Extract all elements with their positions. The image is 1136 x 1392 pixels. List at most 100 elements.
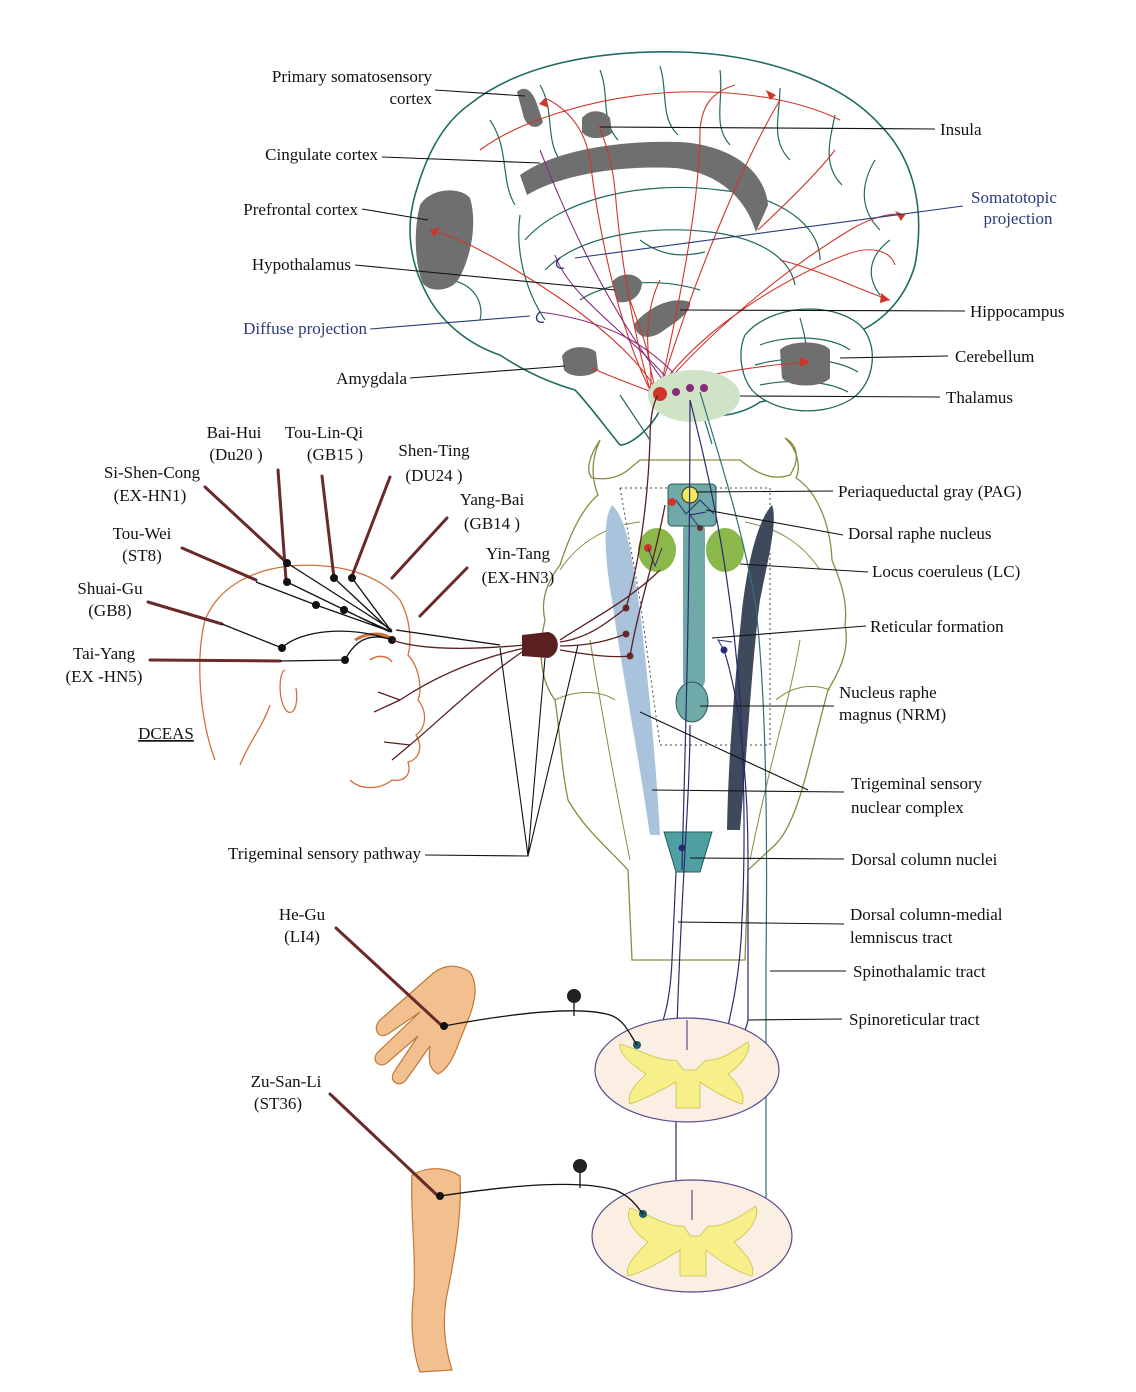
trigeminal-nuclear-column (605, 505, 660, 835)
label-spinothalamic: Spinothalamic tract (853, 962, 986, 981)
head-ear (239, 669, 298, 766)
hand-shape (374, 965, 476, 1085)
leader-line (381, 156, 541, 164)
label-shuai-gu: Shuai-Gu (77, 579, 143, 598)
eye (369, 655, 393, 663)
leader-line (599, 126, 936, 130)
needle-si-shen-cong (203, 485, 289, 565)
label-primary-somatosensory-1: Primary somatosensory (272, 67, 433, 86)
acupoint-dot (348, 574, 356, 582)
label-trig-complex-1: Trigeminal sensory (851, 774, 983, 793)
thalamus-dot (700, 384, 708, 392)
leader-line (639, 711, 809, 791)
leader-line (651, 789, 845, 793)
synapse-ticks (647, 499, 733, 651)
spinothalamic-navy (689, 399, 745, 1061)
thalamus-body (648, 370, 740, 422)
brainstem-contours (554, 521, 831, 861)
label-shuai-gu-code: (GB8) (88, 601, 131, 620)
acupoint-dot (330, 574, 338, 582)
thalamus-red-nucleus (653, 387, 667, 401)
label-diffuse: Diffuse projection (243, 319, 367, 338)
label-somatotopic-1: Somatotopic (971, 188, 1057, 207)
label-trig-complex-2: nuclear complex (851, 798, 964, 817)
needle-tai-yang (148, 658, 282, 663)
label-tou-lin-qi-code: (GB15 ) (307, 445, 363, 464)
brainstem (540, 391, 847, 1266)
label-shen-ting: Shen-Ting (398, 441, 470, 460)
trigeminal-ganglion (522, 632, 558, 658)
acupoint-dot (340, 606, 348, 614)
label-trig-pathway: Trigeminal sensory pathway (228, 844, 421, 863)
nrm-nucleus (675, 681, 709, 723)
label-locus-coeruleus: Locus coeruleus (LC) (872, 562, 1020, 581)
prefrontal-region (415, 190, 474, 290)
leader-line (677, 921, 845, 925)
label-dcml-2: lemniscus tract (850, 928, 953, 947)
thalamus-dot (686, 384, 694, 392)
pag-red-dot (668, 498, 676, 506)
leader-line (695, 490, 834, 493)
leader-line (574, 205, 964, 259)
label-tou-lin-qi: Tou-Lin-Qi (285, 423, 363, 442)
label-si-shen-cong-code: (EX-HN1) (114, 486, 187, 505)
needle-tou-lin-qi (320, 474, 336, 580)
acupoint-dot (436, 1192, 444, 1200)
needle-tou-wei (180, 546, 258, 582)
label-nrm-1: Nucleus raphe (839, 683, 937, 702)
label-pag: Periaqueductal gray (PAG) (838, 482, 1022, 501)
needle-zu-san-li (328, 1092, 440, 1198)
spinal-cord-section-upper (594, 1017, 780, 1123)
acupoint-dot (341, 656, 349, 664)
label-he-gu: He-Gu (279, 905, 326, 924)
label-tai-yang-code: (EX -HN5) (66, 667, 143, 686)
head-profile (199, 564, 426, 789)
leg (328, 1092, 644, 1373)
needle-he-gu (334, 926, 442, 1026)
head (146, 468, 661, 789)
label-he-gu-code: (LI4) (284, 927, 320, 946)
brain (409, 51, 920, 446)
trigeminal-to-brainstem (559, 569, 661, 658)
acupoint-dot (283, 559, 291, 567)
leader-line (747, 1018, 843, 1021)
leader-line (705, 509, 844, 536)
dorsal-column-nuclei-shape (663, 831, 713, 873)
leader-line (354, 264, 616, 291)
label-si-shen-cong: Si-Shen-Cong (104, 463, 201, 482)
leader-line (361, 208, 429, 221)
reticular-dotted-border (619, 487, 771, 746)
navy-tract-column (727, 505, 774, 830)
leader-line (689, 857, 845, 860)
amygdala-region (562, 347, 598, 376)
primary-somatosensory-region (517, 88, 543, 127)
drg-dot (567, 989, 581, 1003)
label-dorsal-column-nuclei: Dorsal column nuclei (851, 850, 998, 869)
label-prefrontal: Prefrontal cortex (243, 200, 358, 219)
cord-gray-matter (626, 1205, 758, 1277)
acupoint-dot (312, 601, 320, 609)
label-yin-tang-code: (EX-HN3) (482, 568, 555, 587)
label-amygdala: Amygdala (336, 369, 407, 388)
leader-lines (354, 89, 966, 1021)
trig-pathway-leader (424, 644, 579, 857)
label-hypothalamus: Hypothalamus (252, 255, 351, 274)
lc-right (706, 528, 744, 572)
label-nrm-2: magnus (NRM) (839, 705, 946, 724)
label-tai-yang: Tai-Yang (73, 644, 136, 663)
leg-shape (411, 1168, 461, 1373)
label-insula: Insula (940, 120, 982, 139)
cord-gray-matter (619, 1041, 750, 1109)
leader-line (679, 309, 966, 312)
needle-shen-ting (350, 475, 392, 578)
label-dceas: DCEAS (138, 724, 194, 743)
label-zu-san-li: Zu-San-Li (251, 1072, 322, 1091)
acupoint-dot (278, 644, 286, 652)
label-yang-bai: Yang-Bai (460, 490, 525, 509)
leader-line (711, 625, 867, 639)
red-projections (429, 84, 906, 393)
pag-nucleus (667, 483, 717, 527)
raphe-column (683, 520, 705, 690)
label-tou-wei: Tou-Wei (113, 524, 172, 543)
needle-yang-bai (390, 516, 449, 580)
